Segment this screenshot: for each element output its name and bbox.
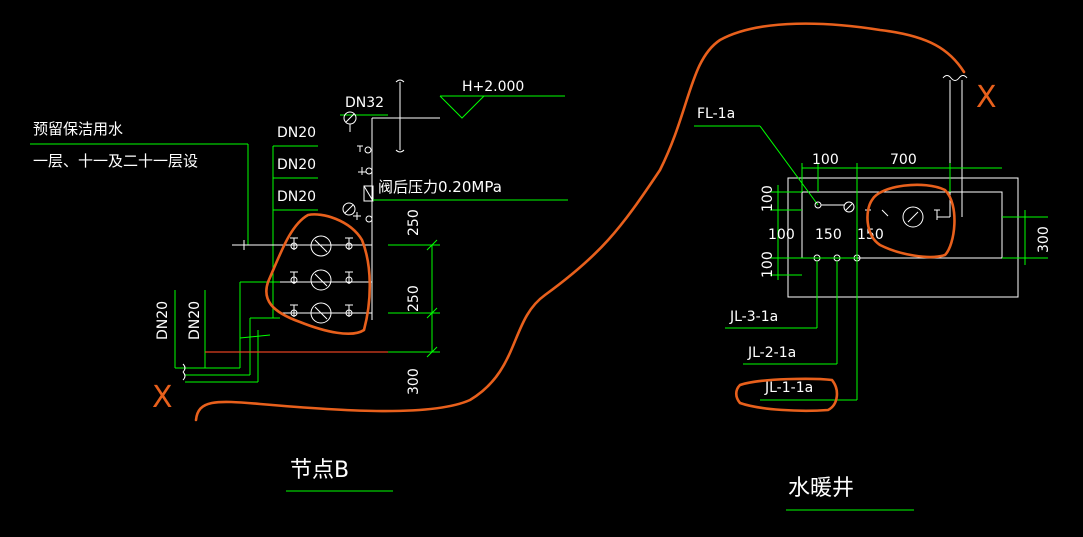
valve-icon: [290, 237, 298, 250]
shaft-title: 水暖井: [788, 476, 854, 501]
note-line-2: 一层、十一及二十一层设: [33, 152, 198, 170]
dimension-label-top: 250: [406, 209, 422, 236]
dimension-700: 700: [890, 152, 917, 168]
water-meter-icon: [310, 269, 332, 291]
pipe-size-label-1: DN20: [277, 125, 316, 141]
dimension-300: 300: [1036, 226, 1052, 253]
check-valve-icon: [358, 167, 366, 175]
node-b-title: 节点B: [290, 458, 349, 483]
valve-icon-2: [353, 212, 361, 220]
jl2-label: JL-2-1a: [747, 345, 796, 361]
valve-icon-1: [357, 145, 363, 152]
dimension-100-left: 100: [768, 227, 795, 243]
meter-row-1: [290, 235, 353, 257]
valve-icon: [345, 237, 353, 250]
markup-x-right: X: [976, 80, 997, 115]
shaft-detail: FL-1a 100 700 100 10: [694, 75, 1052, 511]
elevation-label: H+2.000: [462, 79, 524, 95]
pipe-size-label-3: DN20: [277, 189, 316, 205]
dimension-100-left-bottom: 100: [760, 251, 776, 278]
meter-row-2: [290, 269, 353, 291]
shaft-valve-icon-3: [934, 209, 940, 220]
fl-label: FL-1a: [697, 106, 735, 122]
dimension-label-bottom: 300: [406, 368, 422, 395]
shaft-meter-icon: [902, 206, 924, 228]
markup-loop-right: [866, 183, 956, 259]
dimension-100-left-top: 100: [760, 185, 776, 212]
jl1-label: JL-1-1a: [764, 380, 813, 396]
shaft-outline: [787, 177, 1019, 298]
shaft-break-line: [942, 75, 968, 81]
jl3-label: JL-3-1a: [729, 309, 778, 325]
note-line-1: 预留保洁用水: [33, 120, 123, 138]
break-line-top: [395, 79, 405, 153]
main-size-label: DN32: [345, 95, 384, 111]
dimension-label-middle: 250: [406, 285, 422, 312]
valve-icon: [345, 271, 353, 284]
valve-icon: [290, 271, 298, 284]
vertical-size-label-1: DN20: [155, 301, 171, 340]
vertical-size-label-2: DN20: [187, 301, 203, 340]
shaft-check-valve-icon: [881, 209, 889, 217]
pressure-gauge-icon-2: [342, 202, 356, 216]
pressure-reducing-valve-icon: [363, 185, 374, 202]
shaft-valve-icon: [843, 201, 855, 213]
pipe-size-label-2: DN20: [277, 157, 316, 173]
valve-icon: [345, 304, 353, 317]
fl-leader: [759, 125, 819, 206]
markup-loop-left: [265, 213, 372, 336]
water-meter-icon: [310, 302, 332, 324]
markup-connector-curve: [194, 22, 966, 422]
review-markup: X X: [152, 22, 997, 422]
dimension-100-top: 100: [812, 152, 839, 168]
elevation-symbol: [439, 95, 485, 119]
markup-x-left: X: [152, 380, 173, 415]
dimension-150-a: 150: [815, 227, 842, 243]
shaft-inner-outline: [801, 191, 1003, 259]
water-meter-icon: [310, 235, 332, 257]
markup-loop-jl1: [734, 377, 839, 413]
pressure-note: 阀后压力0.20MPa: [378, 178, 502, 196]
valve-icon: [290, 304, 298, 317]
break-line-bottom: [182, 363, 186, 381]
node-b-detail: 预留保洁用水 一层、十一及二十一层设 DN20 DN20 DN20 DN32 H…: [30, 79, 568, 492]
meter-row-3: [290, 302, 353, 324]
